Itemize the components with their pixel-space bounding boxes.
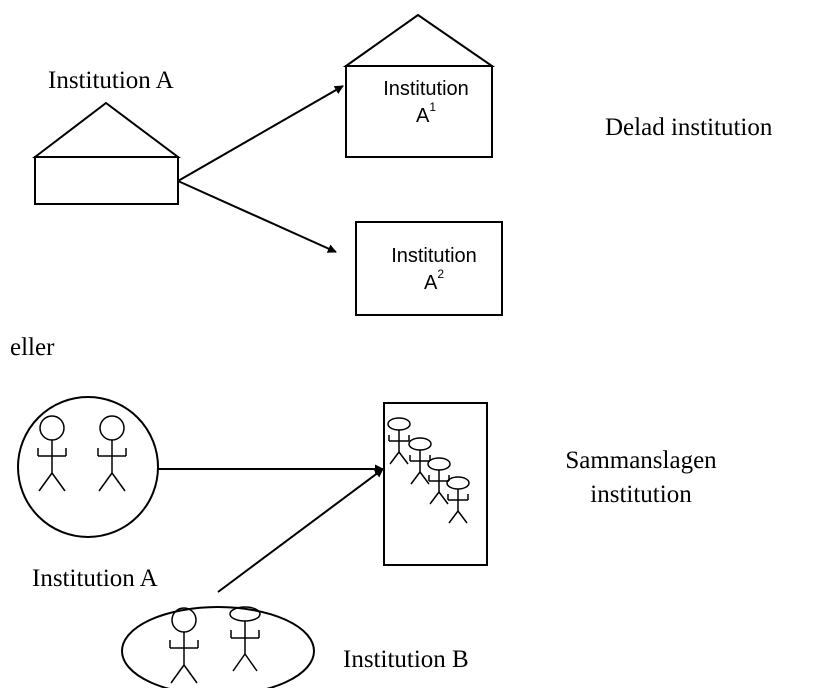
split-arrow-2	[177, 180, 337, 253]
institution-a2-word: Institution	[391, 245, 477, 267]
merged-institution-box	[383, 402, 488, 566]
institution-a2-letter: A2	[424, 267, 444, 294]
institution-a1-house: Institution A1	[342, 13, 496, 158]
institution-a1-word: Institution	[383, 78, 469, 100]
person-figure-icon	[97, 415, 127, 492]
institution-a-label: Institution A	[48, 67, 174, 94]
institution-a-group-circle	[17, 396, 159, 538]
sammanslagen-caption-line2: institution	[590, 481, 692, 508]
person-figure-icon	[229, 606, 261, 672]
institution-a1-superscript: 1	[429, 100, 436, 114]
merge-arrow-b	[217, 468, 384, 593]
person-figure-icon	[387, 417, 411, 465]
institution-b-label: Institution B	[343, 646, 469, 673]
person-figure-icon	[169, 607, 199, 684]
institution-a1-letter: A1	[416, 100, 436, 127]
person-figure-icon	[37, 415, 67, 492]
person-figure-icon	[427, 457, 451, 505]
person-figure-icon	[446, 476, 470, 524]
person-figure-icon	[408, 437, 432, 485]
institution-a-group-label: Institution A	[32, 565, 158, 592]
sammanslagen-caption-line1: Sammanslagen	[565, 447, 717, 474]
eller-separator: eller	[10, 334, 55, 361]
institution-b-group-ellipse	[121, 606, 315, 688]
institution-a2-letter-main: A	[424, 272, 438, 294]
delad-institution-caption: Delad institution	[605, 114, 773, 141]
institution-a2-box: Institution A2	[355, 221, 503, 316]
split-arrow-1	[177, 85, 344, 182]
institution-a1-letter-main: A	[416, 105, 430, 127]
institution-a2-superscript: 2	[437, 267, 444, 281]
institution-a-house-icon	[32, 101, 181, 205]
